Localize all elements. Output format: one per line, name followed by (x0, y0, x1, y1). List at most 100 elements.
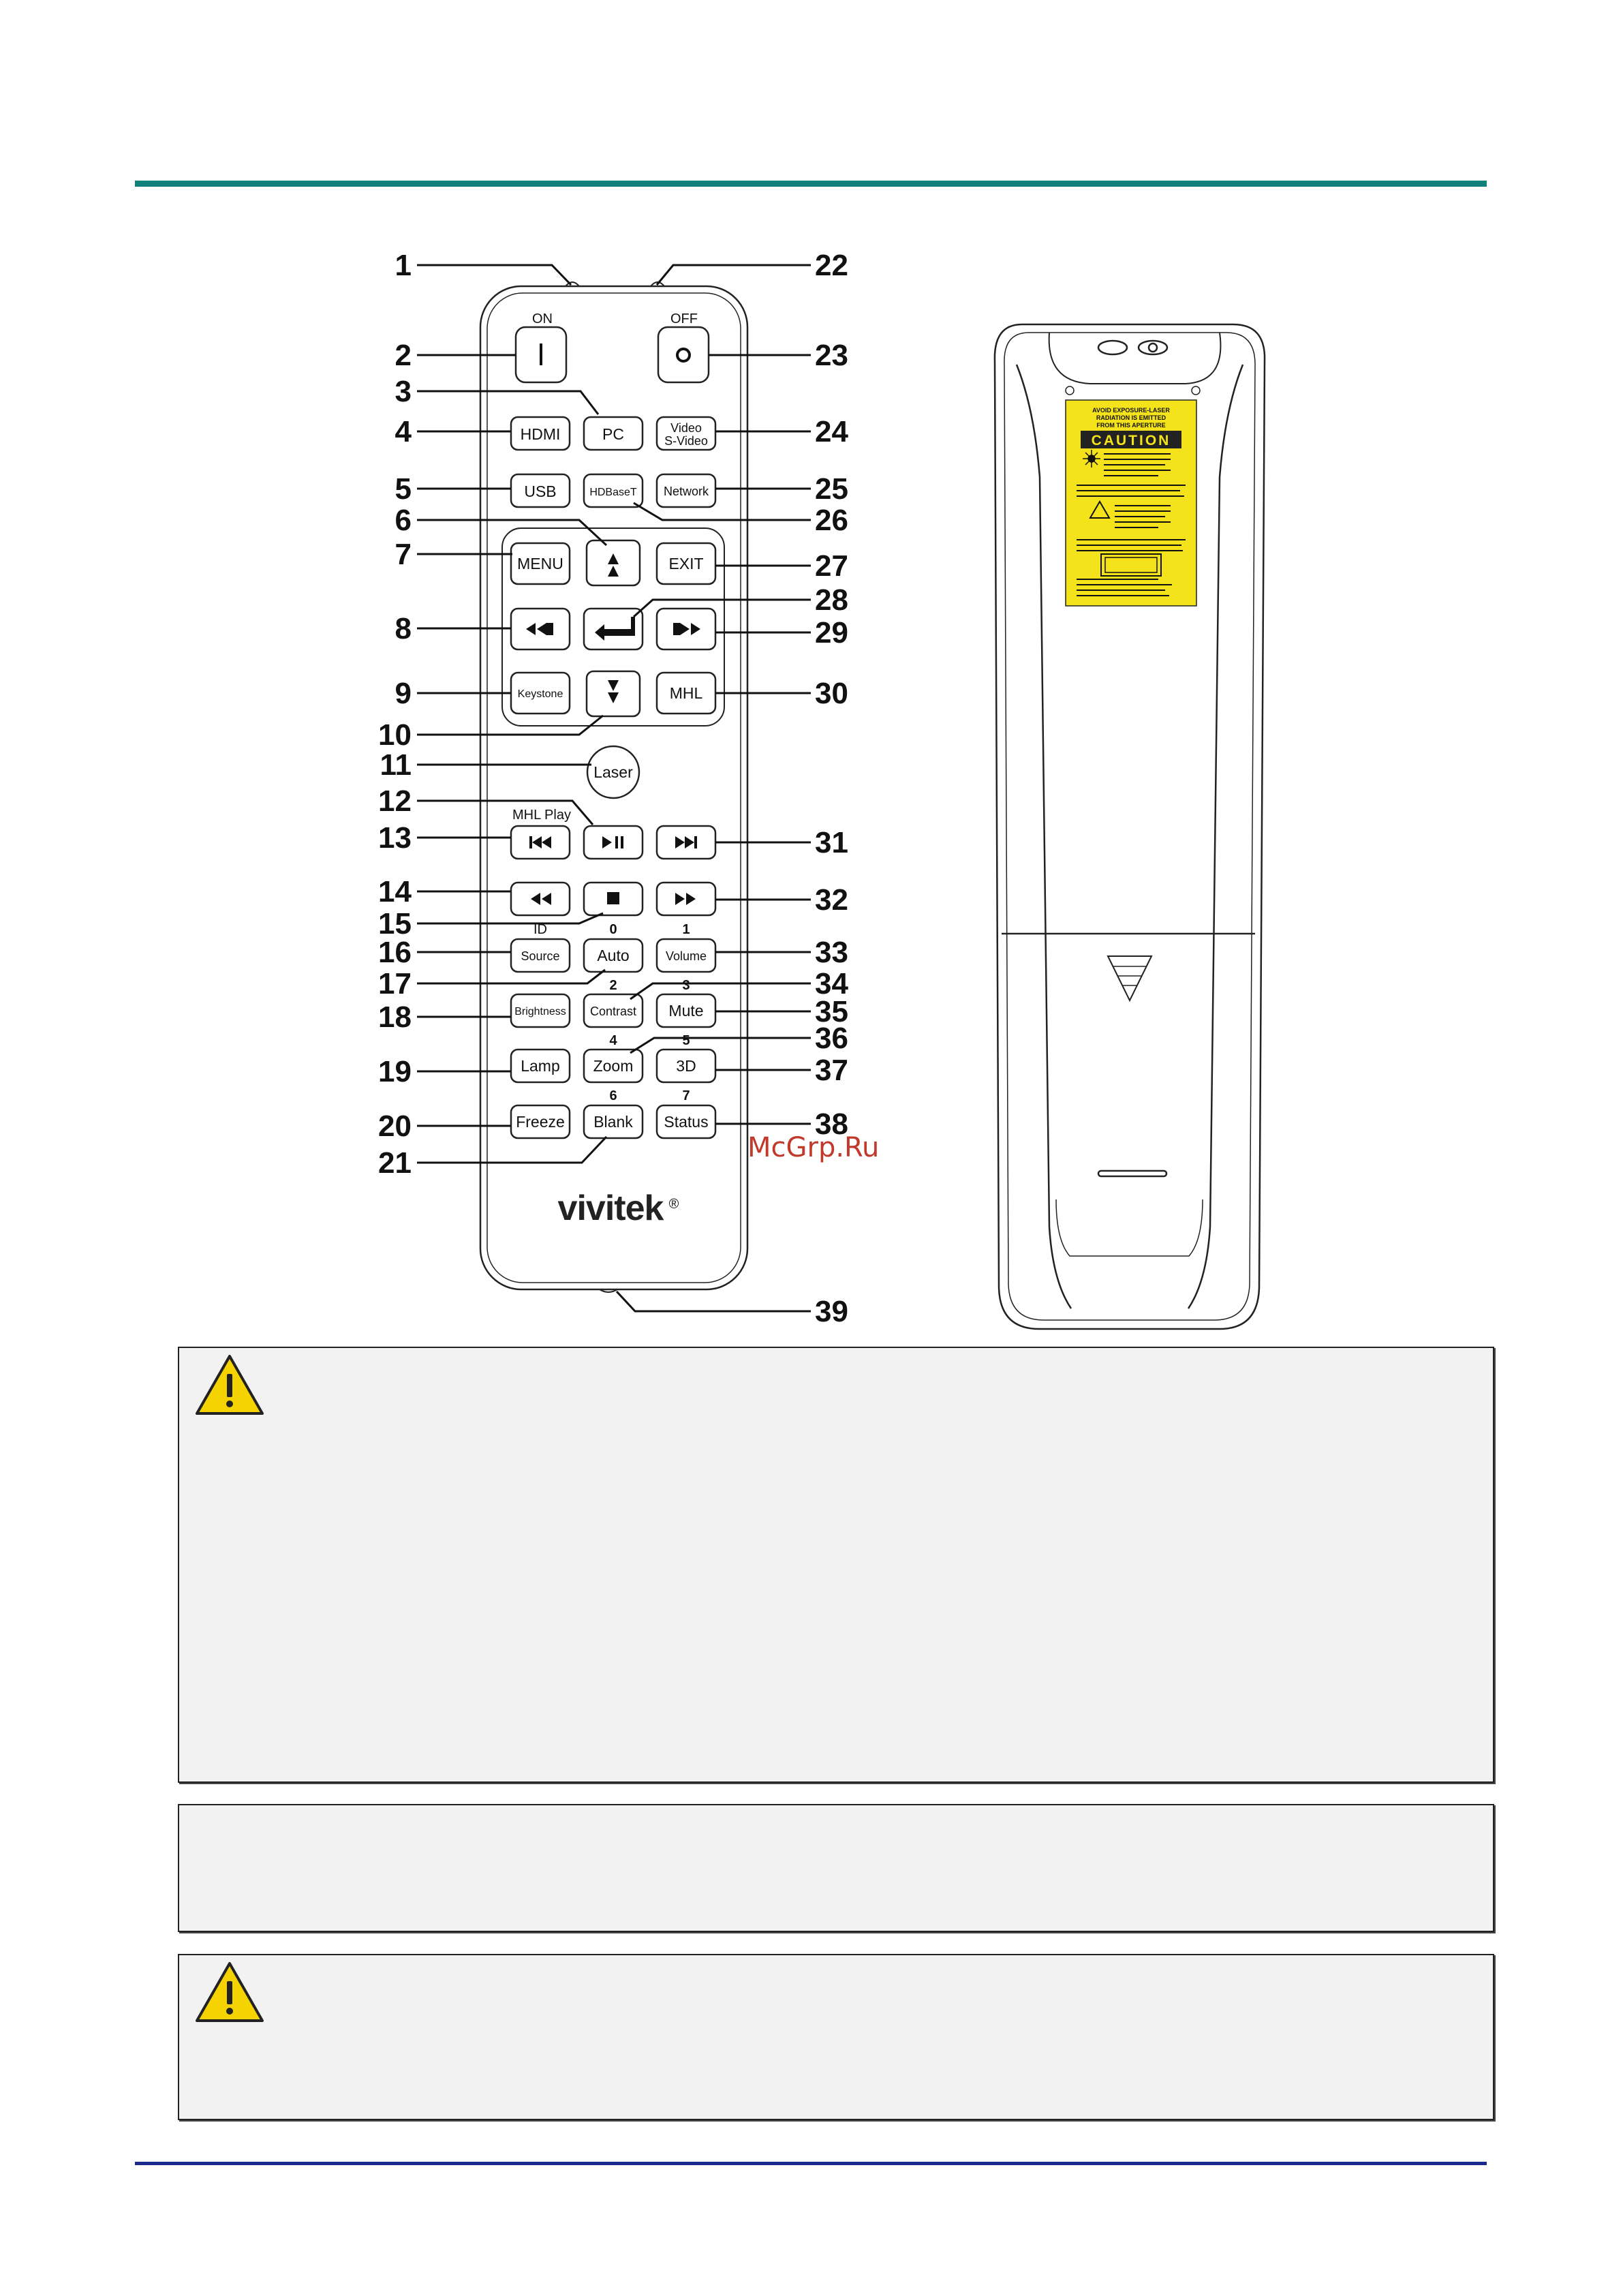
status-button[interactable] (655, 1104, 717, 1139)
enter-icon (595, 617, 635, 641)
hdbaset-button[interactable] (583, 473, 644, 508)
lamp-label: Lamp (521, 1057, 560, 1075)
3d-button[interactable] (655, 1048, 717, 1084)
auto-button[interactable] (583, 938, 644, 973)
footer-rule (135, 2162, 1487, 2165)
label-line-3: FROM THIS APERTURE (1096, 422, 1165, 429)
callout-24: 24 (815, 415, 848, 448)
blank-button[interactable] (583, 1104, 644, 1139)
brand-registered-mark: ® (669, 1197, 679, 1212)
contrast-button[interactable] (583, 993, 644, 1028)
usb-label: USB (524, 483, 556, 500)
power-off-icon (676, 348, 691, 363)
warning-triangle-icon (196, 1355, 264, 1415)
usb-button[interactable] (510, 473, 571, 508)
callout-31: 31 (815, 826, 848, 859)
callout-5: 5 (395, 472, 412, 506)
warning-note-box-1 (178, 1347, 1494, 1783)
leader-lines (417, 264, 811, 1313)
callout-28: 28 (815, 583, 848, 617)
callout-39: 39 (815, 1295, 848, 1328)
brightness-button[interactable] (510, 993, 571, 1028)
label-line-1: AVOID EXPOSURE-LASER (1092, 407, 1170, 414)
callout-17: 17 (378, 967, 412, 1000)
volume-button[interactable] (655, 938, 717, 973)
menu-label: MENU (517, 555, 563, 572)
keystone-label: Keystone (518, 688, 563, 700)
callout-25: 25 (815, 472, 848, 506)
hdmi-button[interactable] (510, 416, 571, 451)
callout-15: 15 (378, 907, 412, 940)
zoom-button[interactable] (583, 1048, 644, 1084)
power-off-button[interactable] (657, 326, 710, 384)
volume-label: Volume (666, 949, 707, 963)
watermark: McGrp.Ru (747, 1132, 879, 1163)
fast-forward-icon (675, 893, 696, 905)
callout-6: 6 (395, 504, 412, 537)
label-mhl-play: MHL Play (512, 808, 571, 823)
callout-26: 26 (815, 504, 848, 537)
left-arrow-icon (526, 623, 553, 635)
callout-14: 14 (378, 875, 412, 908)
callout-29: 29 (815, 616, 848, 649)
freeze-button[interactable] (510, 1104, 571, 1139)
menu-button[interactable] (510, 542, 571, 585)
label-1: 1 (682, 922, 690, 937)
pc-button[interactable] (583, 416, 644, 451)
callout-8: 8 (395, 612, 412, 645)
label-3: 3 (682, 978, 690, 993)
label-4: 4 (609, 1033, 617, 1048)
callout-36: 36 (815, 1022, 848, 1055)
down-arrow-icon (608, 680, 619, 703)
callout-38: 38 (815, 1107, 848, 1141)
label-0: 0 (609, 922, 617, 937)
mute-label: Mute (668, 1002, 703, 1020)
play-pause-icon (602, 836, 623, 848)
laser-button[interactable] (586, 745, 640, 799)
video-button[interactable] (655, 416, 717, 451)
lamp-button[interactable] (510, 1048, 571, 1084)
callout-16: 16 (378, 936, 412, 969)
callout-7: 7 (395, 538, 412, 571)
pc-label: PC (602, 425, 624, 443)
network-button[interactable] (655, 473, 717, 508)
blank-label: Blank (593, 1113, 633, 1131)
label-off: OFF (670, 311, 698, 326)
callout-18: 18 (378, 1000, 412, 1034)
stop-icon (607, 892, 619, 904)
callout-13: 13 (378, 821, 412, 855)
label-on: ON (532, 311, 553, 326)
callout-2: 2 (395, 339, 412, 372)
source-label: Source (521, 949, 559, 963)
up-arrow-icon (608, 553, 619, 577)
source-button[interactable] (510, 938, 571, 973)
laser-label: Laser (593, 763, 633, 781)
button-labels: ON OFF HDMI PC Video S-Video USB HDBaseT… (512, 311, 709, 1228)
callout-27: 27 (815, 549, 848, 583)
brightness-label: Brightness (514, 1006, 566, 1017)
label-line-2: RADIATION IS EMITTED (1096, 414, 1166, 421)
label-caution: CAUTION (1092, 433, 1171, 448)
auto-label: Auto (597, 947, 629, 964)
rewind-icon (531, 893, 551, 905)
freeze-label: Freeze (516, 1113, 565, 1131)
header-rule (135, 181, 1487, 187)
3d-label: 3D (676, 1057, 696, 1075)
callout-9: 9 (395, 677, 412, 710)
play-pause-button[interactable] (583, 825, 644, 860)
laser-starburst-icon (1083, 450, 1100, 468)
label-2: 2 (609, 978, 617, 993)
contrast-label: Contrast (590, 1005, 636, 1018)
remote-buttons (510, 326, 717, 1139)
exit-button[interactable] (655, 542, 717, 585)
callout-numbers: 1 2 3 4 5 6 7 8 9 10 11 12 13 14 15 16 1… (378, 249, 848, 1328)
laser-warning-label: AVOID EXPOSURE-LASER RADIATION IS EMITTE… (1065, 399, 1197, 607)
label-id: ID (534, 922, 547, 937)
callout-3: 3 (395, 375, 412, 408)
warning-triangle-icon (196, 1962, 264, 2022)
callout-12: 12 (378, 784, 412, 818)
right-arrow-icon (673, 623, 700, 635)
callout-32: 32 (815, 883, 848, 917)
hdmi-label: HDMI (521, 425, 561, 443)
callout-35: 35 (815, 995, 848, 1028)
